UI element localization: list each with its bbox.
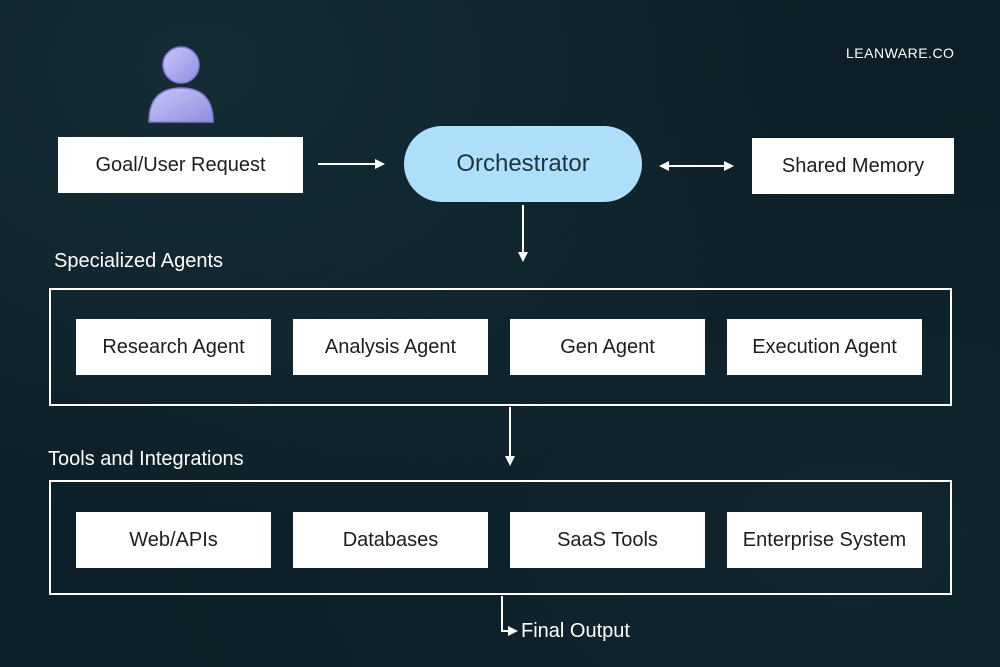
shared-memory-box: Shared Memory [752, 138, 954, 194]
orchestrator-node: Orchestrator [404, 126, 642, 202]
agent-execution: Execution Agent [727, 319, 922, 375]
user-icon [148, 46, 214, 123]
tool-saas-tools: SaaS Tools [510, 512, 705, 568]
tool-enterprise-system: Enterprise System [727, 512, 922, 568]
agent-analysis: Analysis Agent [293, 319, 488, 375]
agents-group [49, 288, 952, 406]
tools-integrations-label: Tools and Integrations [48, 448, 244, 470]
brand-logo-text: LEANWARE.CO [846, 45, 955, 61]
tools-group [49, 480, 952, 595]
arrow-tools-to-output [501, 596, 510, 632]
agent-gen: Gen Agent [510, 319, 705, 375]
final-output-label: Final Output [521, 620, 630, 642]
specialized-agents-label: Specialized Agents [54, 250, 224, 272]
tool-web-apis: Web/APIs [76, 512, 271, 568]
tool-databases: Databases [293, 512, 488, 568]
goal-user-request-box: Goal/User Request [58, 137, 303, 193]
agent-research: Research Agent [76, 319, 271, 375]
